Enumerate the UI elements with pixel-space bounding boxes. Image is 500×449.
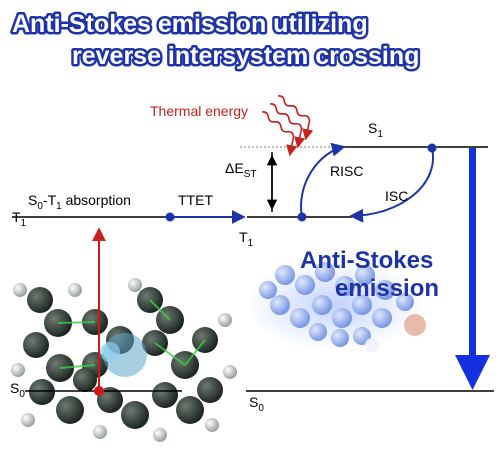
delta-est-label: ΔEST (225, 160, 256, 180)
thermal-energy-label: Thermal energy (150, 103, 248, 119)
risc-label: RISC (330, 163, 363, 179)
risc-arrow (300, 142, 346, 218)
anti-stokes-label-line-1: Anti-Stokes (300, 247, 433, 274)
left-s0-label: S0 (10, 380, 25, 400)
right-s1-label: S1 (368, 120, 383, 140)
isc-arrow (349, 147, 435, 223)
anti-stokes-emission-arrow (455, 148, 490, 390)
title-line-1: Anti-Stokes emission utilizing (12, 10, 368, 38)
title-line-2: reverse intersystem crossing (72, 42, 419, 70)
emitter-molecule-image (245, 260, 426, 352)
left-t1-label: T1 (12, 209, 27, 229)
ttet-label: TTET (178, 192, 213, 208)
right-s0-label: S0 (249, 394, 264, 414)
absorption-start-dot (94, 386, 104, 396)
sensitizer-molecule-image (11, 278, 237, 442)
absorption-label: S0-T1 absorption (28, 192, 131, 212)
anti-stokes-label-line-2: emission (335, 275, 439, 302)
thermal-energy-arrows (261, 95, 314, 157)
isc-label: ISC (385, 188, 408, 204)
right-t1-label: T1 (239, 229, 254, 249)
